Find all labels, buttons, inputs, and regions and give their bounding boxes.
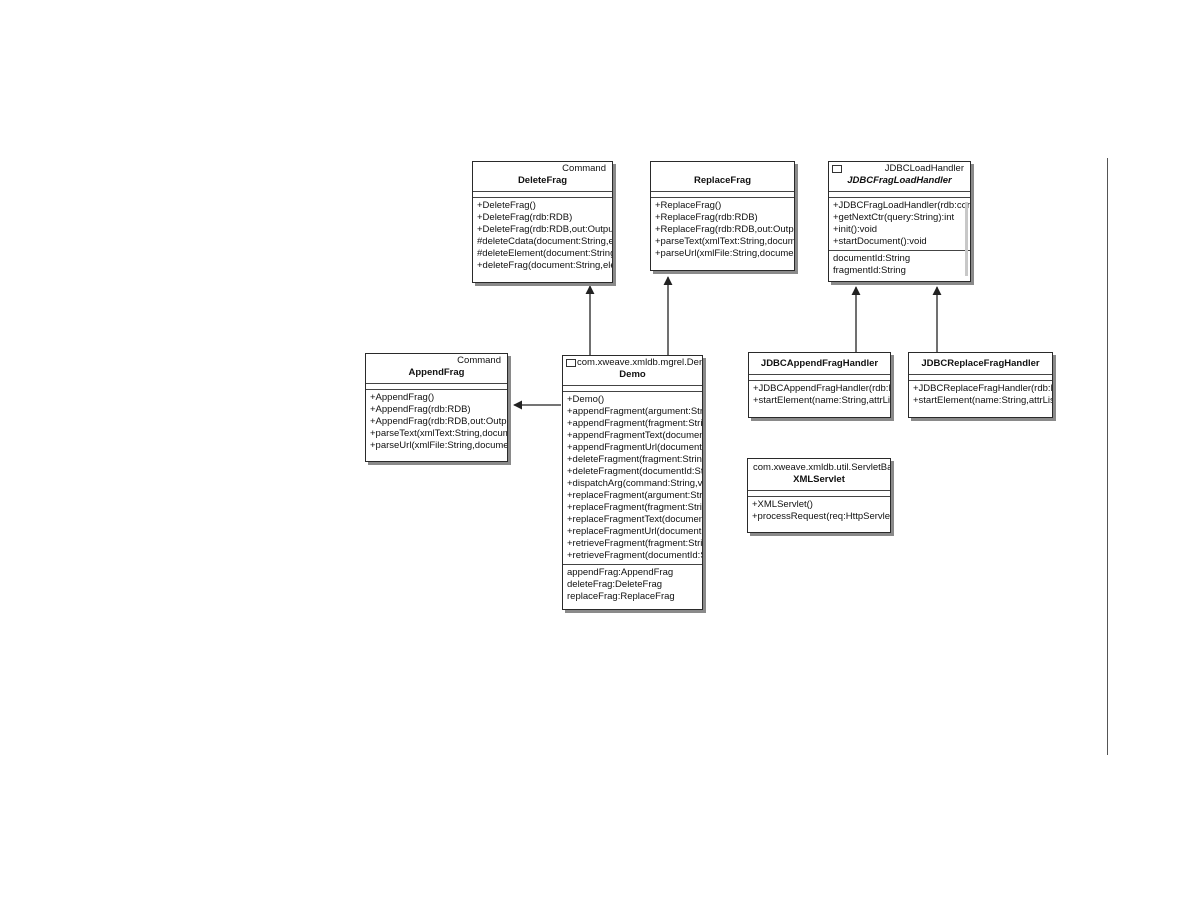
class-stereotype: JDBCLoadHandler [884,163,964,174]
operation-row: +deleteFragment(fragment:String): [567,454,703,465]
class-header: JDBCAppendFragHandler [749,353,890,375]
operation-row: +replaceFragmentText(documentIc [567,514,703,525]
attribute-compartment [749,375,890,381]
attribute-compartment [473,192,612,198]
attribute-compartment [651,192,794,198]
class-stereotype: Command [457,355,501,366]
operation-row: +AppendFrag() [370,392,435,403]
class-jdbcappendfraghandler[interactable]: JDBCAppendFragHandler +JDBCAppendFragHan… [748,352,891,418]
operation-row: +replaceFragmentUrl(documentId: [567,526,703,537]
operation-row: +appendFragmentUrl(documentId: [567,442,703,453]
class-name: XMLServlet [793,474,845,485]
operation-row: +ReplaceFrag() [655,200,722,211]
attribute-compartment [366,384,507,390]
operation-row: +appendFragment(fragment:String [567,418,703,429]
operation-row: +startDocument():void [833,236,927,247]
operation-row: +ReplaceFrag(rdb:RDB,out:Output) [655,224,795,235]
class-header: ReplaceFrag [651,162,794,192]
operation-row: #deleteCdata(document:String,ele [477,236,613,247]
class-appendfrag[interactable]: Command AppendFrag +AppendFrag() +Append… [365,353,508,462]
class-name: DeleteFrag [517,175,568,186]
operations-list: +XMLServlet() +processRequest(req:HttpSe… [748,497,890,525]
operation-row: +deleteFrag(document:String,elem [477,260,613,271]
operation-row: +retrieveFragment(documentId:Str [567,550,703,561]
attributes-list: appendFrag:AppendFrag deleteFrag:DeleteF… [563,564,702,605]
operation-row: +AppendFrag(rdb:RDB) [370,404,471,415]
attributes-list: documentId:String fragmentId:String [829,250,970,279]
class-header: com.xweave.xmldb.util.ServletBase XMLSer… [748,459,890,491]
operation-row: +dispatchArg(command:String,valu [567,478,703,489]
class-name: Demo [619,369,646,380]
class-header: JDBCLoadHandler JDBCFragLoadHandler [829,162,970,192]
class-name: JDBCAppendFragHandler [760,358,879,369]
class-name: ReplaceFrag [693,175,752,186]
operation-row: +parseText(xmlText:String,docume [370,428,508,439]
attribute-compartment [748,491,890,497]
attribute-row: documentId:String [833,253,911,264]
attribute-row: replaceFrag:ReplaceFrag [567,591,675,602]
operation-row: +ReplaceFrag(rdb:RDB) [655,212,758,223]
operations-list: +Demo() +appendFragment(argument:Strin +… [563,392,702,564]
operations-list: +DeleteFrag() +DeleteFrag(rdb:RDB) +Dele… [473,198,612,274]
operation-row: +JDBCReplaceFragHandler(rdb:RD [913,383,1053,394]
operation-row: +DeleteFrag() [477,200,536,211]
operation-row: +getNextCtr(query:String):int [833,212,955,223]
class-name: JDBCFragLoadHandler [847,175,952,186]
operation-row: +deleteFragment(documentId:Strin [567,466,703,477]
operation-row: +appendFragment(argument:Strin [567,406,703,417]
operation-row: +DeleteFrag(rdb:RDB,out:Output) [477,224,613,235]
class-header: Command DeleteFrag [473,162,612,192]
attribute-row: deleteFrag:DeleteFrag [567,579,663,590]
operation-row: +JDBCFragLoadHandler(rdb:cor [833,200,971,211]
operation-row: +replaceFragment(argument:Strin [567,490,703,501]
operations-list: +JDBCFragLoadHandler(rdb:cor +getNextCtr… [829,198,970,250]
operation-row: +DeleteFrag(rdb:RDB) [477,212,573,223]
class-name: AppendFrag [408,367,465,378]
operation-row: +XMLServlet() [752,499,813,510]
class-stereotype: Command [562,163,606,174]
class-stereotype: com.xweave.xmldb.util.ServletBase [753,462,891,473]
class-stereotype: com.xweave.xmldb.mgrel.Demo [577,357,703,368]
package-icon [566,359,576,367]
class-deletefrag[interactable]: Command DeleteFrag +DeleteFrag() +Delete… [472,161,613,283]
attribute-compartment [563,386,702,392]
operation-row: +Demo() [567,394,605,405]
class-header: com.xweave.xmldb.mgrel.Demo Demo [563,356,702,386]
operation-row: +retrieveFragment(fragment:String [567,538,703,549]
attribute-compartment [909,375,1052,381]
page-edge-rule [1107,158,1108,755]
operations-list: +JDBCReplaceFragHandler(rdb:RD +startEle… [909,381,1052,409]
operation-row: +JDBCAppendFragHandler(rdb:RD [753,383,891,394]
operation-row: +init():void [833,224,878,235]
operation-row: +processRequest(req:HttpServletR [752,511,891,522]
operation-row: +startElement(name:String,attrList: [913,395,1053,406]
class-header: JDBCReplaceFragHandler [909,353,1052,375]
class-xmlservlet[interactable]: com.xweave.xmldb.util.ServletBase XMLSer… [747,458,891,533]
operation-row: +appendFragmentText(documentI [567,430,703,441]
attribute-row: fragmentId:String [833,265,906,276]
class-name: JDBCReplaceFragHandler [921,358,1040,369]
class-demo[interactable]: com.xweave.xmldb.mgrel.Demo Demo +Demo()… [562,355,703,610]
operation-row: #deleteElement(document:String,e [477,248,613,259]
operation-row: +parseUrl(xmlFile:String,document [655,248,795,259]
operations-list: +AppendFrag() +AppendFrag(rdb:RDB) +Appe… [366,390,507,454]
operations-list: +JDBCAppendFragHandler(rdb:RD +startElem… [749,381,890,409]
operations-list: +ReplaceFrag() +ReplaceFrag(rdb:RDB) +Re… [651,198,794,262]
scrollbar[interactable] [965,202,968,276]
attribute-compartment [829,192,970,198]
operation-row: +parseText(xmlText:String,documer [655,236,795,247]
operation-row: +parseUrl(xmlFile:String,document [370,440,508,451]
class-replacefrag[interactable]: ReplaceFrag +ReplaceFrag() +ReplaceFrag(… [650,161,795,271]
operation-row: +startElement(name:String,attrList: [753,395,891,406]
class-jdbcfragloadhandler[interactable]: JDBCLoadHandler JDBCFragLoadHandler +JDB… [828,161,971,282]
package-icon [832,165,842,173]
attribute-row: appendFrag:AppendFrag [567,567,674,578]
class-jdbcreplacefraghandler[interactable]: JDBCReplaceFragHandler +JDBCReplaceFragH… [908,352,1053,418]
class-header: Command AppendFrag [366,354,507,384]
operation-row: +replaceFragment(fragment:String [567,502,703,513]
operation-row: +AppendFrag(rdb:RDB,out:Output) [370,416,508,427]
